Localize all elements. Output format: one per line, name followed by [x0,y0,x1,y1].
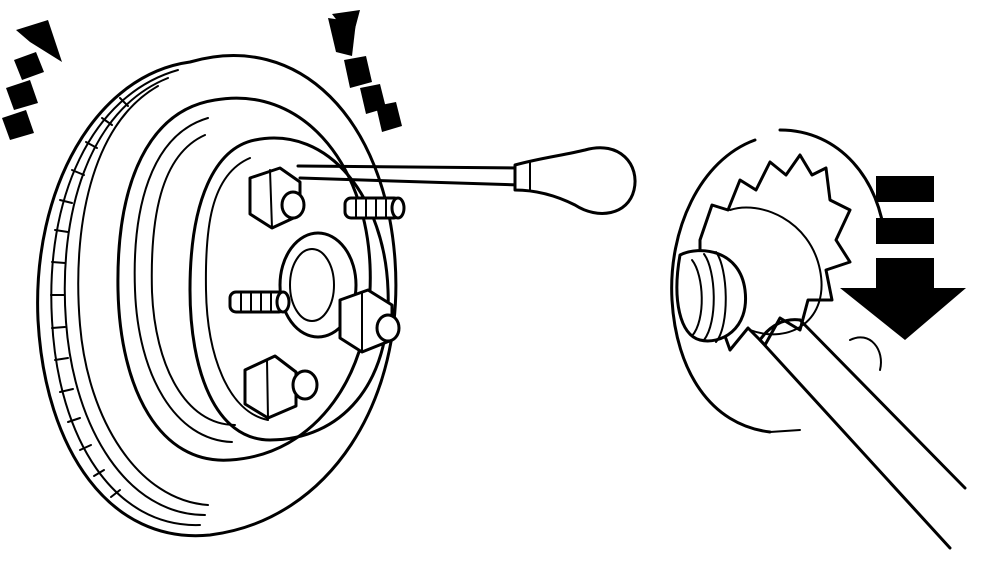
adjuster-star-wheel [675,153,852,352]
adjuster-tool [758,318,967,550]
screwdriver [296,146,637,215]
lug-nut [243,354,319,420]
rotation-arrow-left-icon [2,20,62,140]
wheel-stud [228,290,291,314]
lug-nut [248,166,306,230]
downward-arrow-icon [840,176,966,340]
wheel-stud [343,196,406,220]
rotation-arrow-right-icon [328,10,402,132]
brake-rotor [36,54,398,538]
lug-nut [338,288,401,354]
